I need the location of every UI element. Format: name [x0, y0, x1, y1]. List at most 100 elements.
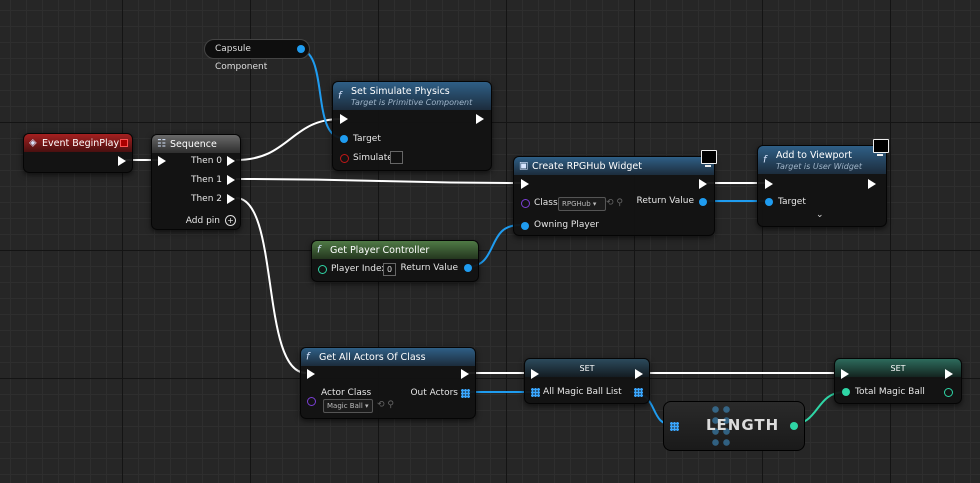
get-all-exec-in-pin[interactable] [307, 369, 315, 379]
player-index-label: Player Index [331, 264, 387, 274]
actor-class-reset-icon[interactable]: ⟲ ⚲ [377, 400, 394, 410]
delegate-icon [120, 139, 128, 147]
actor-class-pin[interactable] [307, 397, 316, 406]
create-widget-exec-out-pin[interactable] [699, 179, 707, 189]
add-viewport-title: Add to Viewport [776, 149, 852, 161]
set-total-exec-out-pin[interactable] [945, 369, 953, 379]
function-icon: f [338, 90, 342, 102]
get-player-controller-node[interactable]: f Get Player Controller Player Index 0 R… [311, 240, 479, 282]
add-viewport-exec-in-pin[interactable] [765, 179, 773, 189]
monitor-icon [701, 150, 717, 167]
sequence-add-pin-label[interactable]: Add pin [185, 216, 220, 226]
set-simulate-physics-node[interactable]: f Set Simulate Physics Target is Primiti… [332, 81, 492, 171]
get-controller-title: Get Player Controller [330, 244, 430, 256]
monitor-icon [873, 139, 889, 156]
length-output-pin[interactable] [790, 422, 798, 430]
set-physics-simulate-pin[interactable] [340, 154, 349, 163]
set-list-output-pin[interactable] [634, 388, 643, 397]
actor-class-label: Actor Class [321, 388, 372, 398]
add-to-viewport-node[interactable]: f Add to Viewport Target is User Widget … [757, 139, 889, 227]
add-viewport-exec-out-pin[interactable] [868, 179, 876, 189]
length-input-pin[interactable] [670, 422, 679, 431]
set-list-exec-in-pin[interactable] [531, 369, 539, 379]
simulate-checkbox[interactable] [390, 151, 403, 164]
capsule-component-label: Capsule Component [215, 44, 268, 72]
set-total-output-pin[interactable] [944, 388, 953, 397]
event-exec-out-pin[interactable] [118, 156, 126, 166]
set-physics-subtitle: Target is Primitive Component [351, 97, 473, 107]
actor-class-select[interactable]: Magic Ball ▾ [323, 399, 373, 413]
capsule-output-pin[interactable] [297, 45, 305, 53]
set-total-input-pin[interactable] [842, 388, 850, 396]
chevron-down-icon[interactable]: ⌄ [816, 210, 824, 220]
set-physics-exec-in-pin[interactable] [340, 114, 348, 124]
sequence-then0-label: Then 0 [190, 156, 222, 166]
set-physics-target-pin[interactable] [340, 135, 348, 143]
set-magic-ball-list-node[interactable]: SET All Magic Ball List [524, 358, 650, 404]
get-all-actors-header: f Get All Actors Of Class [301, 348, 475, 366]
create-widget-return-label: Return Value [636, 196, 694, 206]
set-physics-exec-out-pin[interactable] [476, 114, 484, 124]
function-icon: f [306, 351, 310, 363]
event-title: Event BeginPlay [42, 137, 120, 149]
function-icon: f [317, 244, 321, 256]
class-select-value: RPGHub [562, 200, 591, 208]
create-widget-owner-pin[interactable] [521, 222, 529, 230]
actor-class-value: Magic Ball [327, 402, 363, 410]
get-all-exec-out-pin[interactable] [461, 369, 469, 379]
create-widget-class-select[interactable]: RPGHub ▾ [558, 197, 606, 211]
set-list-exec-out-pin[interactable] [635, 369, 643, 379]
create-widget-title: Create RPGHub Widget [532, 160, 642, 172]
create-rpghub-widget-node[interactable]: ▣ Create RPGHub Widget Class RPGHub ▾ ⟲ … [513, 150, 717, 236]
set-total-header: SET [835, 359, 961, 377]
set-total-exec-in-pin[interactable] [841, 369, 849, 379]
create-widget-class-label: Class [534, 198, 558, 208]
sequence-then1-label: Then 1 [190, 175, 222, 185]
capsule-component-node[interactable]: Capsule Component [204, 39, 310, 72]
sequence-then2-label: Then 2 [190, 194, 222, 204]
set-physics-target-label: Target [353, 134, 381, 144]
out-actors-label: Out Actors [410, 388, 458, 398]
create-widget-header: ▣ Create RPGHub Widget [514, 157, 714, 175]
set-list-input-pin[interactable] [531, 388, 540, 397]
add-viewport-subtitle: Target is User Widget [776, 161, 862, 171]
get-controller-header: f Get Player Controller [312, 241, 478, 259]
wire-then2-to-getall [235, 197, 307, 374]
set-physics-header: f Set Simulate Physics Target is Primiti… [333, 82, 491, 110]
create-widget-class-pin[interactable] [521, 199, 530, 208]
sequence-then1-pin[interactable] [227, 175, 235, 185]
class-reset-icon[interactable]: ⟲ ⚲ [606, 198, 623, 208]
set-physics-simulate-label: Simulate [353, 153, 393, 163]
set-list-header: SET [525, 359, 649, 377]
length-array-watermark [710, 404, 732, 448]
sequence-exec-in-pin[interactable] [158, 156, 166, 166]
length-node[interactable]: LENGTH [663, 401, 805, 451]
player-index-input[interactable]: 0 [383, 263, 396, 276]
event-begin-play-node[interactable]: ◈ Event BeginPlay [23, 133, 133, 173]
sequence-node[interactable]: ☷ Sequence Then 0 Then 1 Then 2 Add pin … [151, 134, 241, 230]
create-widget-exec-in-pin[interactable] [521, 179, 529, 189]
add-pin-plus-icon[interactable]: + [225, 215, 236, 226]
out-actors-array-pin[interactable] [461, 389, 470, 398]
set-total-magic-ball-node[interactable]: SET Total Magic Ball [834, 358, 962, 404]
event-diamond-icon: ◈ [29, 137, 37, 149]
sequence-header: ☷ Sequence [152, 135, 240, 153]
add-viewport-target-pin[interactable] [765, 198, 773, 206]
sequence-then2-pin[interactable] [227, 194, 235, 204]
event-header: ◈ Event BeginPlay [24, 134, 132, 152]
get-controller-return-label: Return Value [400, 263, 458, 273]
get-all-actors-title: Get All Actors Of Class [319, 351, 426, 363]
sequence-title: Sequence [170, 138, 217, 150]
sequence-then0-pin[interactable] [227, 156, 235, 166]
get-all-actors-node[interactable]: f Get All Actors Of Class Actor Class Ma… [300, 347, 476, 419]
get-controller-return-pin[interactable] [464, 264, 472, 272]
sequence-icon: ☷ [157, 138, 166, 150]
length-title: LENGTH [706, 416, 780, 434]
set-total-var-label: Total Magic Ball [855, 387, 925, 397]
set-list-var-label: All Magic Ball List [543, 387, 622, 397]
player-index-pin[interactable] [318, 265, 327, 274]
create-widget-return-pin[interactable] [699, 198, 707, 206]
wire-then1-to-createwidget [235, 178, 522, 184]
widget-icon: ▣ [519, 160, 529, 172]
